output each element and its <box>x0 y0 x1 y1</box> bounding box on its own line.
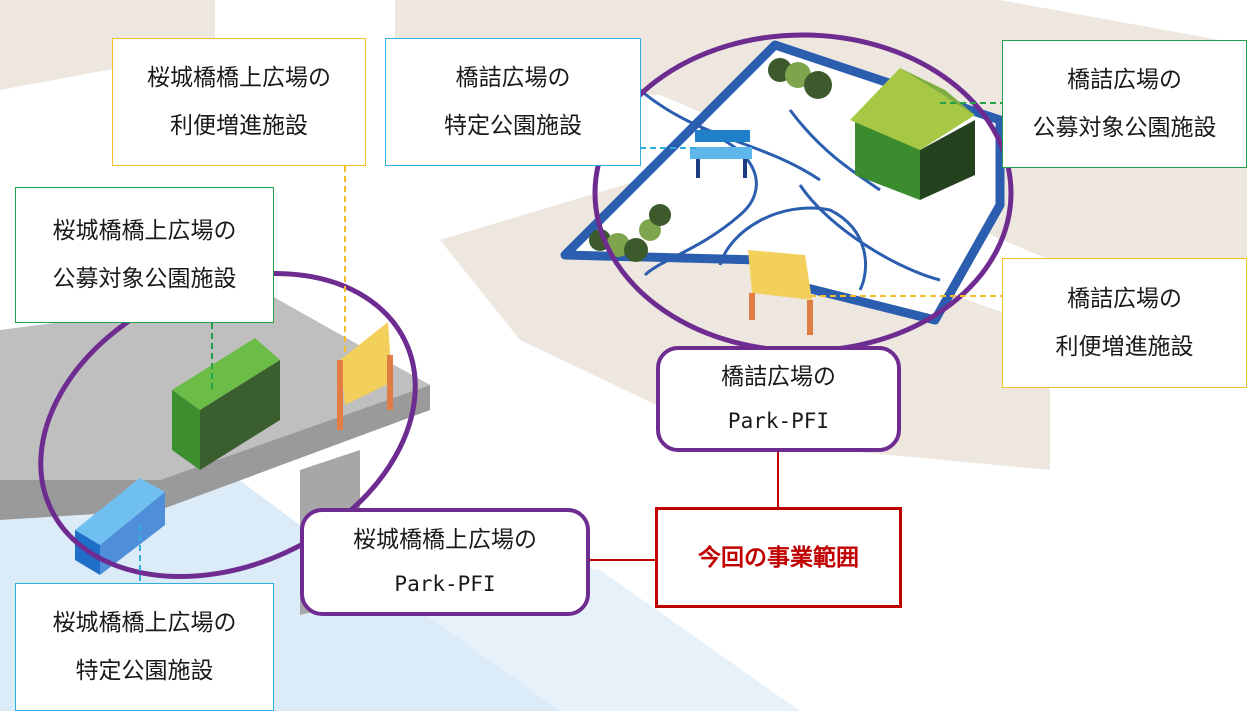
bridge-kiosk <box>172 338 280 470</box>
label-line: 利便増進施設 <box>170 113 308 139</box>
label-bridge-public: 桜城橋橋上広場の 公募対象公園施設 <box>15 187 274 323</box>
label-line: 橋詰広場の <box>721 364 836 390</box>
bridge-deck-side <box>0 385 430 520</box>
label-line: 特定公園施設 <box>75 658 214 684</box>
label-bridgehead-pfi: 橋詰広場の Park-PFI <box>656 346 901 452</box>
label-line: 利便増進施設 <box>1055 334 1194 360</box>
label-line: 桜城橋橋上広場の <box>52 610 237 636</box>
label-line: Park-PFI <box>727 409 830 433</box>
label-line: 橋詰広場の <box>1067 67 1182 93</box>
label-line: 今回の事業範囲 <box>698 544 859 571</box>
label-bridge-pfi: 桜城橋橋上広場の Park-PFI <box>300 508 590 616</box>
label-line: 橋詰広場の <box>455 65 571 91</box>
label-line: 桜城橋橋上広場の <box>52 218 237 244</box>
label-bridgehead-public: 橋詰広場の 公募対象公園施設 <box>1002 40 1247 168</box>
ground-band-left <box>0 0 215 90</box>
label-line: 桜城橋橋上広場の <box>147 65 331 91</box>
label-line: 橋詰広場の <box>1067 286 1182 312</box>
label-line: Park-PFI <box>394 572 496 596</box>
bench <box>690 130 752 178</box>
bridge-sign <box>337 322 393 430</box>
label-bridgehead-convenience: 橋詰広場の 利便増進施設 <box>1002 258 1247 388</box>
bridgehead-building <box>850 68 975 200</box>
label-bridge-convenience: 桜城橋橋上広場の 利便増進施設 <box>112 38 366 166</box>
label-line: 公募対象公園施設 <box>52 266 237 292</box>
label-bridgehead-specific: 橋詰広場の 特定公園施設 <box>385 38 641 166</box>
label-line: 公募対象公園施設 <box>1032 115 1217 141</box>
bridgehead-sign <box>748 250 813 335</box>
label-project-scope: 今回の事業範囲 <box>655 507 902 608</box>
label-bridge-specific: 桜城橋橋上広場の 特定公園施設 <box>15 583 274 711</box>
bushes <box>589 58 832 262</box>
label-line: 特定公園施設 <box>444 113 582 139</box>
label-line: 桜城橋橋上広場の <box>353 527 537 553</box>
